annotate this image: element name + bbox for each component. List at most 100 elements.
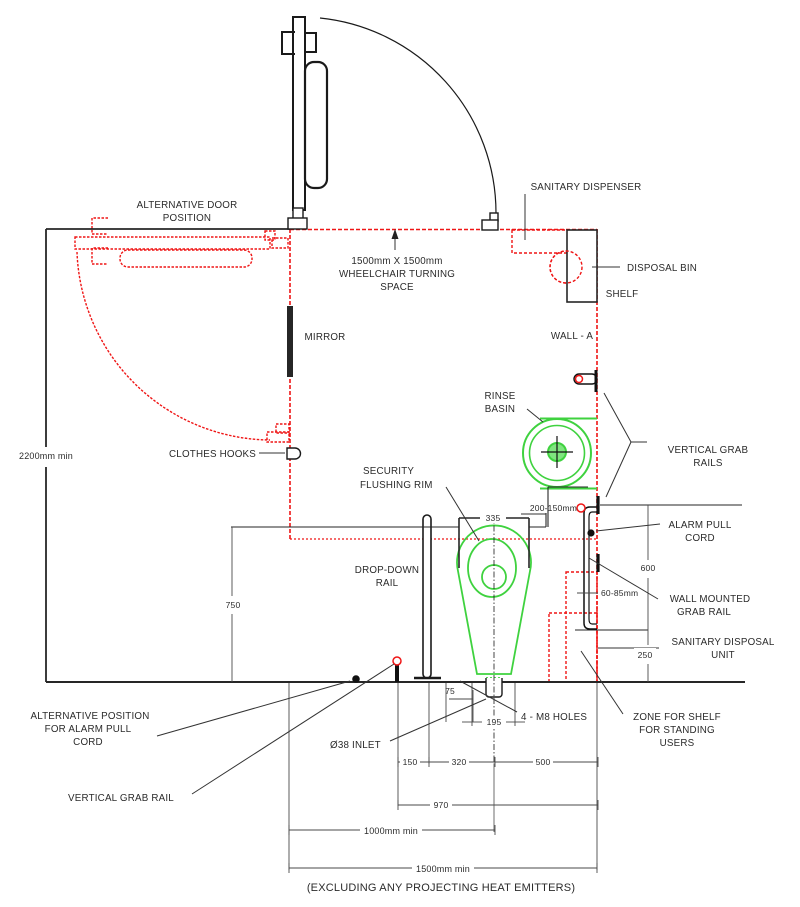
- label-vgr-2: RAILS: [693, 458, 723, 469]
- turning-arrowhead: [391, 229, 399, 239]
- entrance-door: [281, 16, 499, 231]
- dim-500: 500: [536, 757, 551, 767]
- alt-door-hinge-top: [91, 217, 108, 235]
- label-vgr-single: VERTICAL GRAB RAIL: [68, 793, 174, 804]
- leader-inlet: [389, 698, 487, 742]
- leader-zone: [580, 650, 624, 715]
- cistern-brackets: [458, 517, 530, 568]
- dim-335: 335: [486, 513, 501, 523]
- label-m8-holes: 4 - M8 HOLES: [521, 712, 587, 723]
- label-clothes-hooks: CLOTHES HOOKS: [169, 449, 256, 460]
- leader-m8: [459, 680, 518, 713]
- red-wall-lines: [289, 228, 598, 682]
- door-jamb-right-b: [481, 219, 499, 231]
- label-altpos-3: CORD: [73, 737, 103, 748]
- leader-wmgr: [588, 557, 659, 600]
- label-zone-1: ZONE FOR SHELF: [633, 712, 721, 723]
- label-dropdown-1: DROP-DOWN: [355, 565, 419, 576]
- door-jamb-left-b: [287, 217, 308, 230]
- label-altpos-1: ALTERNATIVE POSITION: [30, 711, 149, 722]
- alt-door-swing-arc: [76, 251, 271, 441]
- dimension-texts: 2200mm min 335 200-150mm 600 60-85mm 750…: [18, 449, 659, 874]
- label-sdu-2: UNIT: [711, 650, 735, 661]
- label-turning-1: 1500mm X 1500mm: [351, 256, 442, 267]
- datum-lines: [231, 486, 588, 528]
- label-vgr-1: VERTICAL GRAB: [668, 445, 749, 456]
- clothes-hook: [286, 447, 302, 460]
- dim-1000: 1000mm min: [364, 826, 418, 836]
- label-mirror: MIRROR: [305, 332, 346, 343]
- label-zone-3: USERS: [660, 738, 695, 749]
- rail-top-red-end: [576, 503, 586, 513]
- dim-970: 970: [434, 800, 449, 810]
- dim-750: 750: [226, 600, 241, 610]
- dim-250: 250: [638, 650, 653, 660]
- leader-vgr-single: [191, 663, 395, 795]
- walls: [45, 228, 745, 683]
- label-dropdown-2: RAIL: [376, 578, 399, 589]
- alt-door-leaf: [74, 236, 271, 250]
- dim-2200: 2200mm min: [19, 451, 73, 461]
- alt-door-catch-a: [275, 423, 290, 434]
- dim-150: 150: [403, 757, 418, 767]
- drop-down-rail: [414, 514, 441, 680]
- door-handle: [303, 60, 329, 190]
- text-labels: ALTERNATIVE DOOR POSITION SANITARY DISPE…: [30, 182, 774, 894]
- label-security-1: SECURITY: [363, 466, 414, 477]
- dim-600: 600: [641, 563, 656, 573]
- dim-1500: 1500mm min: [416, 864, 470, 874]
- label-altpos-2: FOR ALARM PULL: [45, 724, 132, 735]
- leader-security: [445, 486, 480, 542]
- label-alt-door-2: POSITION: [163, 213, 211, 224]
- mirror-bar: [287, 306, 293, 377]
- dim-320: 320: [452, 757, 467, 767]
- basin-crosshair: [541, 436, 573, 468]
- dim-60-85: 60-85mm: [601, 588, 638, 598]
- leader-altpos: [156, 680, 351, 737]
- alt-door-stop-b: [271, 237, 289, 249]
- label-alarm-1: ALARM PULL: [669, 520, 732, 531]
- alt-alarm-position-dot: [352, 675, 360, 683]
- dim-75: 75: [445, 686, 455, 696]
- door-swing-arc: [319, 17, 497, 214]
- leader-vgr-bottom: [605, 441, 632, 498]
- vertical-grab-rail-bottom: [392, 656, 402, 682]
- label-alt-door-1: ALTERNATIVE DOOR: [137, 200, 238, 211]
- door-leaf: [292, 16, 306, 211]
- dim-195: 195: [487, 717, 502, 727]
- label-rinse-2: BASIN: [485, 404, 515, 415]
- label-zone-2: FOR STANDING: [639, 725, 715, 736]
- leader-rinse-basin: [526, 408, 544, 423]
- alt-door-hinge-bottom: [91, 247, 108, 265]
- label-wmgr-2: GRAB RAIL: [677, 607, 731, 618]
- disposal-bin-circle: [549, 250, 583, 284]
- label-alarm-2: CORD: [685, 533, 715, 544]
- label-sdu-1: SANITARY DISPOSAL: [671, 637, 774, 648]
- alarm-pull-cord-dot: [587, 529, 595, 537]
- alt-door-stop-a: [264, 230, 276, 241]
- alt-door-handle: [119, 249, 253, 268]
- label-wall-a: WALL - A: [551, 331, 594, 342]
- label-disposal-bin: DISPOSAL BIN: [627, 263, 697, 274]
- vertical-grab-rail-upper: [573, 370, 598, 392]
- label-shelf: SHELF: [606, 289, 639, 300]
- label-footer: (EXCLUDING ANY PROJECTING HEAT EMITTERS): [307, 882, 575, 894]
- label-rinse-1: RINSE: [485, 391, 516, 402]
- wc-pan-inner-rim: [467, 538, 517, 598]
- label-security-2: FLUSHING RIM: [360, 480, 433, 491]
- wall-mounted-grab-rail: [583, 496, 600, 630]
- label-turning-3: SPACE: [380, 282, 414, 293]
- door-hinge-right: [306, 32, 317, 53]
- shelf-outline: [566, 229, 598, 303]
- label-sanitary-dispenser: SANITARY DISPENSER: [531, 182, 642, 193]
- alternative-door: [74, 217, 290, 443]
- leader-alarm: [595, 523, 661, 532]
- label-inlet: Ø38 INLET: [330, 740, 381, 751]
- leader-lines: [156, 194, 661, 795]
- door-hinge-left: [281, 31, 295, 55]
- label-wmgr-1: WALL MOUNTED: [670, 594, 751, 605]
- label-turning-2: WHEELCHAIR TURNING: [339, 269, 455, 280]
